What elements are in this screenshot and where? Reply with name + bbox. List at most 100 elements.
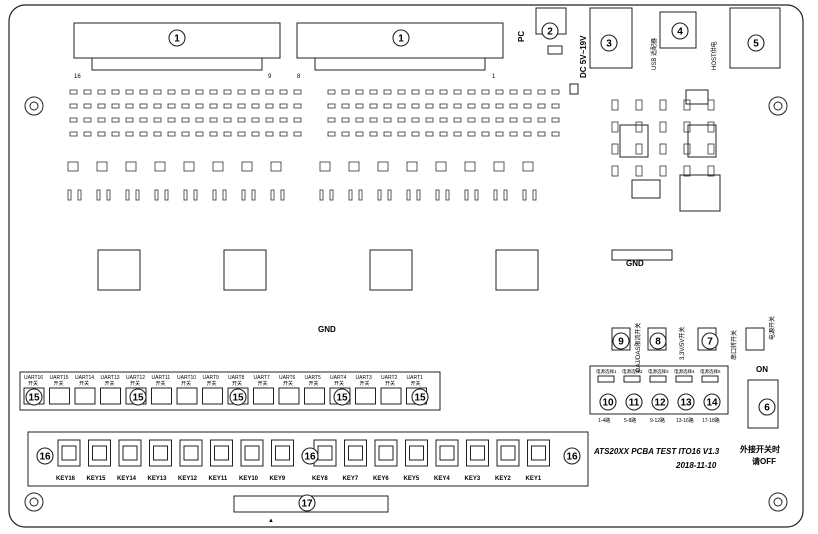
key-label: KEY13 — [148, 476, 168, 482]
key-key6: KEY6 — [373, 439, 398, 482]
uart-switch-body — [151, 387, 172, 405]
dip-label: 电源选择1 — [596, 368, 617, 375]
callout-circle — [651, 393, 669, 411]
callout-11: 11 — [625, 393, 643, 411]
key-body — [57, 439, 81, 467]
dip-label: 电源选择3 — [648, 368, 669, 375]
dip-body — [675, 375, 693, 383]
key-cap — [122, 445, 138, 461]
range-label: 1-4路 — [598, 417, 610, 424]
key-body — [374, 439, 398, 467]
uart-switch-body — [355, 387, 376, 405]
key-cap — [470, 445, 485, 461]
gnd-label-right: GND — [626, 259, 644, 268]
key-key11: KEY11 — [209, 439, 233, 482]
key-label: KEY5 — [404, 476, 420, 482]
dc-label: DC 5V~19V — [579, 35, 588, 78]
callout-number: 2 — [547, 27, 553, 38]
board-title: ATS20XX PCBA TEST ITO16 V1.3 — [593, 447, 720, 456]
uart-label: UART6 — [279, 375, 296, 381]
switch-label-6: 电源开关 — [768, 316, 776, 340]
callout-2: 2 — [541, 22, 559, 40]
dip-switches: 电源选择11-4路电源选择25-8路电源选择39-12路电源选择413-16路电… — [596, 368, 721, 424]
callout-circle — [563, 447, 581, 465]
callout-4: 4 — [671, 22, 689, 40]
dip-switch-1: 电源选择1 1-4路 — [596, 368, 617, 424]
callout-number: 14 — [706, 398, 718, 409]
key-key5: KEY5 — [404, 439, 428, 482]
callout-number: 15 — [336, 393, 348, 404]
uart-sub-label: 开关 — [360, 380, 370, 387]
mounting-holes — [24, 96, 788, 512]
callout-circle — [36, 447, 54, 465]
uart-sub-label: 开关 — [207, 380, 217, 387]
connector-left — [73, 22, 281, 71]
callout-circle — [333, 388, 351, 406]
callout-15: 15 — [129, 388, 147, 406]
key-body — [88, 439, 111, 467]
callout-number: 1 — [174, 34, 180, 45]
callout-number: 1 — [398, 34, 404, 45]
key-body — [496, 439, 520, 467]
uart-sub-label: 开关 — [28, 380, 38, 387]
uart-sub-label: 开关 — [309, 380, 319, 387]
switch-label-7: 串口转开关 — [730, 330, 738, 360]
callout-16: 16 — [36, 447, 54, 465]
uart-label: UART4 — [330, 375, 347, 381]
callout-number: 7 — [707, 337, 713, 348]
key-body — [435, 439, 459, 467]
switch-label-9: DAJ/DAS限流开关 — [634, 323, 642, 372]
dip-body — [701, 375, 719, 383]
uart-label: UART10 — [177, 375, 196, 381]
uart-label: UART1 — [407, 375, 424, 381]
uart-label: UART14 — [75, 375, 94, 381]
key-cap — [214, 445, 229, 461]
key-body — [344, 439, 367, 467]
key-label: KEY4 — [434, 476, 450, 482]
key-key15: KEY15 — [87, 439, 111, 482]
uart-sub-label: 开关 — [334, 380, 344, 387]
on-label: ON — [756, 365, 768, 374]
callout-8: 8 — [649, 332, 667, 350]
key-cap — [378, 445, 394, 461]
key-key13: KEY13 — [148, 439, 172, 482]
callout-1: 1 — [168, 29, 186, 47]
uart-sub-label: 开关 — [258, 380, 268, 387]
uart-strip — [19, 371, 441, 411]
board-date: 2018-11-10 — [675, 461, 717, 470]
key-label: KEY10 — [239, 476, 259, 482]
key-cap — [348, 445, 363, 461]
callout-circle — [301, 447, 319, 465]
ext-switch-note-2: 请OFF — [752, 456, 776, 466]
callout-circle — [747, 34, 765, 52]
key-key9: KEY9 — [270, 439, 294, 482]
uart-sub-label: 开关 — [54, 380, 64, 387]
key-key7: KEY7 — [343, 439, 367, 482]
key-label: KEY8 — [312, 476, 328, 482]
callout-circle — [411, 388, 429, 406]
callout-number: 5 — [753, 39, 759, 50]
key-body — [466, 439, 489, 467]
callout-17: 17 — [298, 494, 316, 512]
key-body — [240, 439, 264, 467]
dip-body — [597, 375, 615, 383]
callout-3: 3 — [600, 34, 618, 52]
uart-label: UART5 — [305, 375, 322, 381]
key-strip — [27, 431, 589, 487]
dip-body — [623, 375, 641, 383]
ic-chips — [97, 249, 539, 291]
callout-number: 6 — [764, 403, 770, 414]
callout-number: 15 — [232, 393, 244, 404]
uart-sub-label: 开关 — [79, 380, 89, 387]
key-key16: KEY16 — [56, 439, 81, 482]
key-cap — [183, 445, 199, 461]
callout-1: 1 — [392, 29, 410, 47]
